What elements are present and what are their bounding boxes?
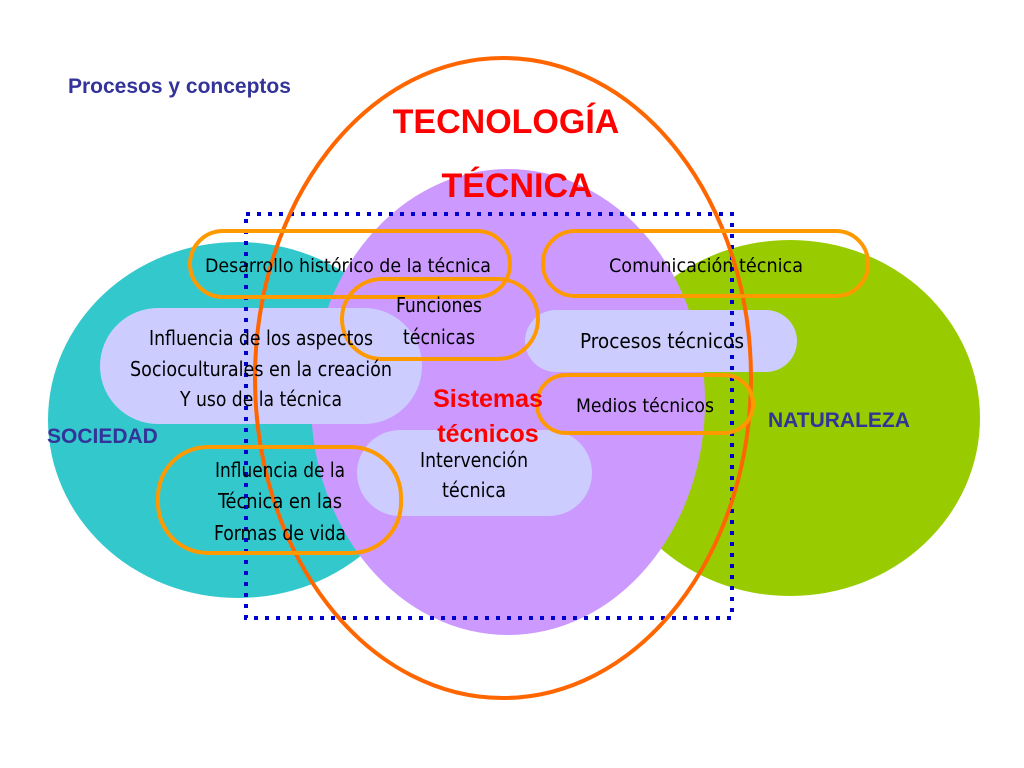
- tecnica-ellipse: [311, 169, 705, 635]
- text-funciones-1: Funciones: [396, 293, 482, 317]
- title-tecnologia: TECNOLOGÍA: [393, 103, 620, 141]
- pill-influencia-aspectos: [100, 308, 422, 424]
- header-subtitle: Procesos y conceptos: [68, 75, 291, 98]
- text-influencia-tecnica-3: Formas de vida: [214, 521, 346, 545]
- title-tecnica: TÉCNICA: [441, 167, 592, 205]
- text-intervencion-1: Intervención: [420, 448, 528, 472]
- highlight-comunicacion: [541, 229, 870, 298]
- text-influencia-tecnica-1: Influencia de la: [215, 458, 345, 482]
- text-desarrollo: Desarrollo histórico de la técnica: [205, 255, 491, 277]
- text-funciones-2: técnicas: [403, 325, 475, 349]
- label-naturaleza: NATURALEZA: [768, 409, 910, 432]
- highlight-influencia-tecnica: [156, 445, 403, 555]
- text-influencia-aspectos-1: Influencia de los aspectos: [149, 326, 373, 350]
- center-tecnicos: técnicos: [437, 420, 538, 448]
- text-influencia-aspectos-3: Y uso de la técnica: [179, 387, 342, 411]
- center-sistemas: Sistemas: [433, 385, 543, 413]
- text-comunicacion: Comunicación técnica: [609, 255, 803, 277]
- pill-procesos: [525, 310, 797, 372]
- text-influencia-tecnica-2: Técnica en las: [217, 489, 342, 513]
- text-procesos: Procesos técnicos: [580, 329, 744, 353]
- dotted-frame: [244, 212, 734, 620]
- pill-intervencion: [357, 430, 592, 516]
- highlight-medios: [535, 373, 755, 435]
- highlight-funciones: [340, 277, 540, 361]
- text-intervencion-2: técnica: [442, 478, 506, 502]
- tecnologia-ellipse: [253, 56, 753, 700]
- text-influencia-aspectos-2: Socioculturales en la creación: [130, 357, 392, 381]
- label-sociedad: SOCIEDAD: [47, 425, 158, 448]
- text-medios: Medios técnicos: [576, 395, 714, 417]
